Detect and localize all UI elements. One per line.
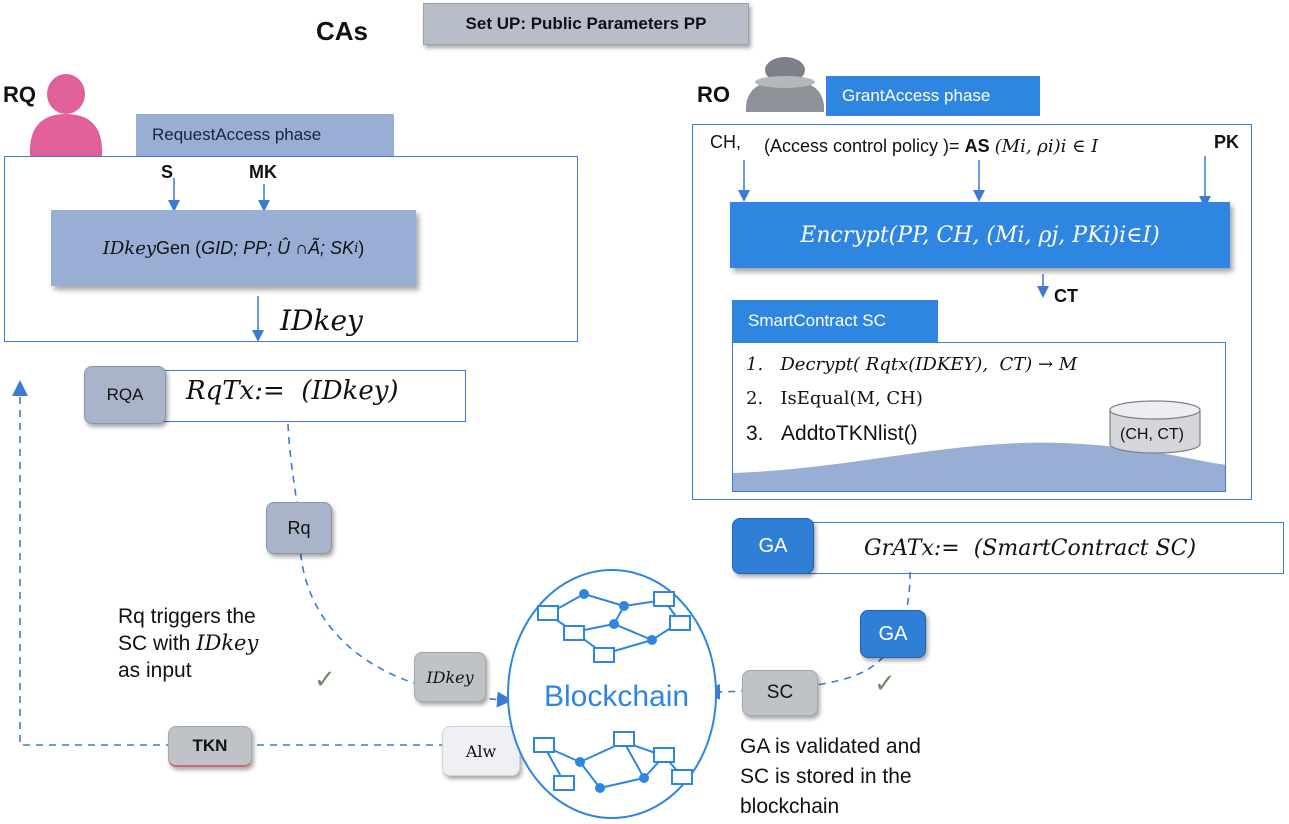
ro-label: RO	[697, 82, 730, 107]
ch-label: CH,	[710, 132, 741, 152]
rqa-tag: RQA	[84, 366, 166, 424]
input-mk: MK	[249, 162, 277, 182]
policy-text: (Access control policy )=	[764, 136, 960, 156]
cas-title: CAs	[316, 16, 369, 46]
requester-person-icon	[29, 74, 103, 156]
request-access-phase-header: RequestAccess phase	[136, 114, 394, 156]
gratx-expression: GrATx:= (SmartContract SC)	[864, 536, 1197, 561]
idkeygen-close: )	[358, 237, 365, 258]
trigger-note-line2: SC with IDkey	[118, 631, 259, 655]
step-1: 1. Decrypt( Rqtx(IDKEY), CT) → M	[746, 354, 1078, 375]
idkeygen-args: GID; PP; Û ∩Ã; SK	[201, 237, 355, 258]
validated-note: GA is validated and SC is stored in the …	[740, 732, 921, 822]
encrypt-expression: Encrypt(PP, CH, (M	[800, 222, 1018, 248]
as-label: AS	[964, 136, 990, 156]
blockchain-network-icon	[507, 569, 717, 819]
smart-contract-wave	[733, 442, 1225, 491]
input-s: S	[161, 162, 174, 182]
idkey-output: IDkey	[280, 304, 363, 337]
trigger-note: Rq triggers the SC with IDkey as input	[118, 603, 258, 684]
trigger-note-line1: Rq triggers the	[118, 605, 256, 628]
grant-access-frame	[692, 124, 1252, 500]
policy-math: (Mi, ρi)i ∈ I	[994, 136, 1099, 157]
tkn-tag: TKN	[168, 726, 252, 767]
setup-box: Set UP: Public Parameters PP	[423, 3, 749, 45]
validated-note-line1: GA is validated and	[740, 735, 921, 758]
rqtx-expression: RqTx:= (IDkey)	[186, 376, 399, 406]
trigger-note-line3: as input	[118, 659, 192, 682]
step-3: 3. AddtoTKNlist()	[746, 422, 918, 445]
encrypt-expression-rest: i, ρj, PKi)i∈I)	[1017, 222, 1160, 248]
validated-note-line2: SC is stored in the	[740, 765, 912, 788]
rq-tag: Rq	[266, 502, 332, 554]
grant-access-phase-header: GrantAccess phase	[826, 76, 1040, 116]
pk-label: PK	[1214, 132, 1240, 152]
blockchain-label: Blockchain	[544, 680, 690, 713]
ga-tag-2: GA	[860, 610, 926, 658]
storage-label: (CH, CT)	[1120, 426, 1184, 443]
owner-person-icon	[745, 57, 825, 112]
check-icon-right: ✓	[874, 668, 896, 698]
idkeygen-sub: i	[354, 240, 359, 256]
ct-label: CT	[1054, 286, 1078, 306]
check-icon-left: ✓	[314, 664, 336, 694]
alw-tag: Alw	[442, 726, 520, 776]
ga-tag: GA	[732, 518, 814, 574]
policy-line: (Access control policy )= AS (Mi, ρi)i ∈…	[764, 136, 1098, 157]
storage-cylinder-icon	[1109, 400, 1201, 454]
validated-note-line3: blockchain	[740, 795, 840, 818]
sc-tag: SC	[742, 670, 818, 716]
request-access-frame	[4, 156, 578, 342]
step-2: 2. IsEqual(M, CH)	[746, 388, 923, 409]
smart-contract-header: SmartContract SC	[732, 300, 938, 342]
rq-label: RQ	[3, 82, 36, 107]
idkey-tag: IDkey	[414, 652, 486, 702]
idkeygen-body: Gen (	[156, 237, 202, 258]
idkeygen-prefix: IDkey	[102, 237, 157, 259]
